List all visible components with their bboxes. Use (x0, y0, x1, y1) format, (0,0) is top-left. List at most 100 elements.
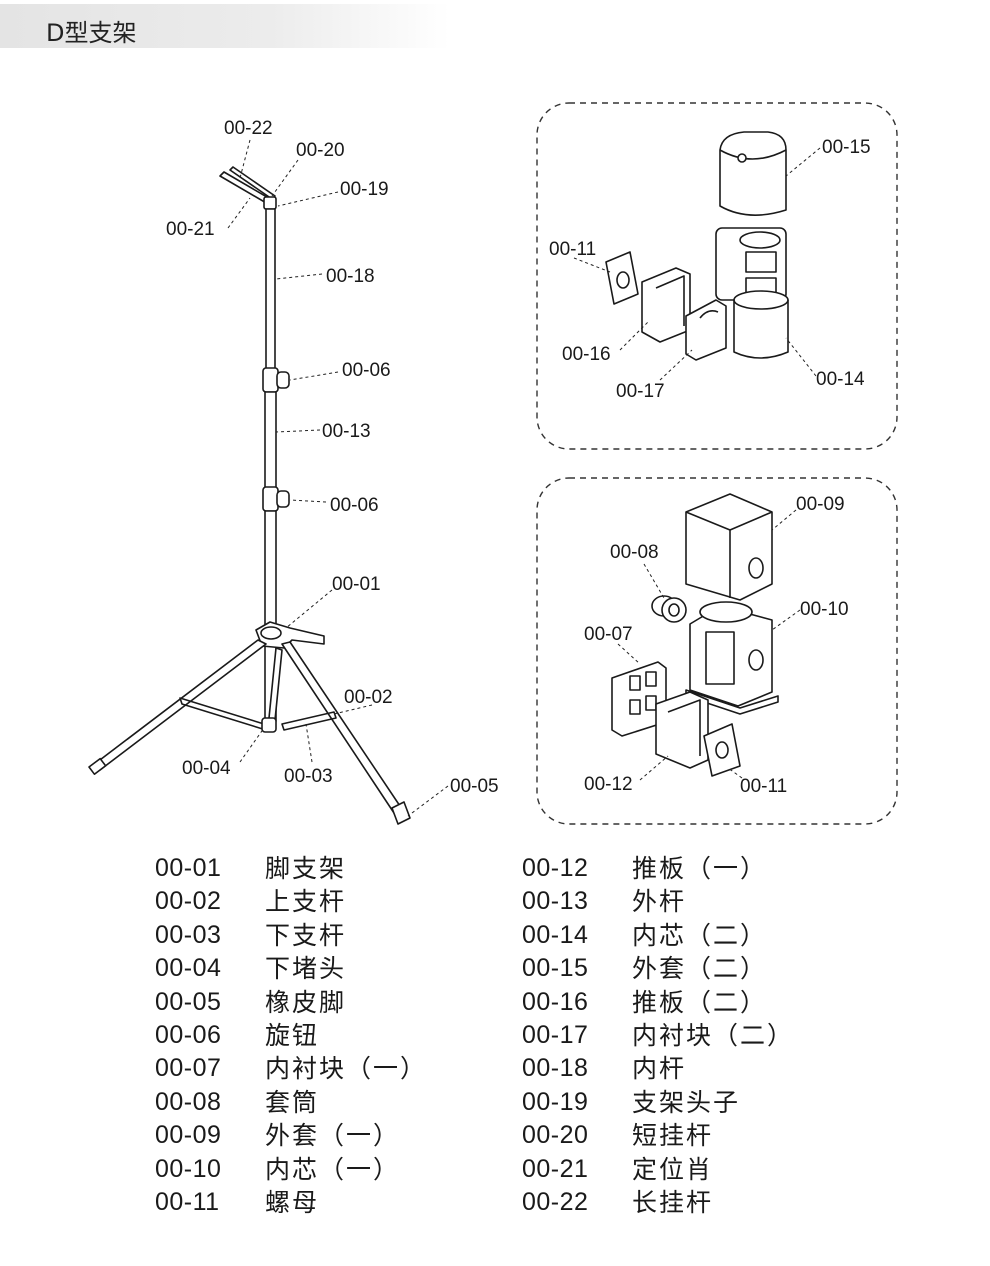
legend-part-name: 内杆 (632, 1054, 687, 1084)
callout-00-20: 00-20 (296, 140, 345, 161)
detail-box-upper: 00-15 00-11 00-16 00-17 00-14 (536, 102, 898, 450)
legend-part-code: 00-14 (522, 920, 589, 949)
legend-row: 00-01 脚支架 (155, 852, 427, 885)
callout-00-11-lower: 00-11 (740, 776, 787, 797)
callout-00-12: 00-12 (584, 774, 633, 795)
legend-part-name: 内衬块（二） (632, 1020, 795, 1050)
legend-part-name: 定位肖 (632, 1154, 714, 1184)
legend-part-code: 00-15 (522, 954, 589, 983)
legend-part-name: 内芯（二） (632, 920, 768, 950)
foot-bracket (255, 621, 325, 649)
part-inner-liner-2 (685, 299, 727, 361)
legend-part-name: 内衬块（一） (265, 1054, 428, 1084)
callout-00-19: 00-19 (340, 179, 389, 200)
legend-part-code: 00-22 (522, 1187, 589, 1216)
legend-row: 00-21 定位肖 (522, 1153, 794, 1186)
legend-row: 00-14 内芯（二） (522, 919, 794, 952)
callout-00-15: 00-15 (822, 137, 871, 158)
callout-00-18: 00-18 (326, 266, 375, 287)
detail-box-lower: 00-09 00-08 00-10 00-07 00-12 00-11 (536, 477, 898, 825)
legend-part-name: 螺母 (265, 1187, 320, 1217)
legend-part-code: 00-21 (522, 1154, 589, 1183)
part-nut-upper (605, 251, 639, 305)
legend-part-code: 00-06 (155, 1020, 222, 1049)
legend-row: 00-17 内衬块（二） (522, 1019, 794, 1052)
knob-upper (262, 367, 290, 393)
callout-00-21: 00-21 (166, 219, 215, 240)
legend-part-name: 旋钮 (265, 1020, 320, 1050)
legend-row: 00-06 旋钮 (155, 1019, 427, 1052)
legend-row: 00-09 外套（一） (155, 1119, 427, 1152)
legend-part-code: 00-12 (522, 854, 589, 882)
legend-row: 00-12 推板（一） (522, 852, 794, 885)
legend-part-name: 推板（二） (632, 987, 768, 1017)
callout-00-06-upper: 00-06 (342, 360, 391, 381)
outer-pole (264, 391, 277, 489)
callout-00-16: 00-16 (562, 344, 611, 365)
legend-row: 00-22 长挂杆 (522, 1186, 794, 1219)
legend-part-code: 00-13 (522, 887, 589, 916)
legend-part-name: 下堵头 (265, 954, 347, 984)
callout-00-10: 00-10 (800, 599, 849, 620)
part-inner-core-1 (685, 601, 779, 715)
legend-part-code: 00-04 (155, 954, 222, 983)
legend-part-name: 橡皮脚 (265, 987, 347, 1017)
callout-00-06-lower: 00-06 (330, 495, 379, 516)
legend-part-code: 00-17 (522, 1020, 589, 1049)
legend-part-name: 上支杆 (265, 887, 347, 917)
lower-struts (179, 697, 337, 733)
part-nut-lower (703, 723, 741, 777)
legend-row: 00-18 内杆 (522, 1052, 794, 1085)
part-outer-sleeve-1 (685, 493, 773, 601)
inner-pole (265, 208, 276, 370)
legend-part-code: 00-11 (155, 1187, 220, 1216)
callout-00-08: 00-08 (610, 542, 659, 563)
legend-part-code: 00-16 (522, 987, 589, 1016)
part-push-plate-1 (655, 691, 709, 769)
legend-part-name: 长挂杆 (632, 1187, 714, 1217)
legend-part-code: 00-19 (522, 1087, 589, 1116)
legend-row: 00-11 螺母 (155, 1186, 427, 1219)
part-bushing (651, 595, 687, 623)
legend-part-name: 脚支架 (265, 854, 347, 883)
legend-part-code: 00-09 (155, 1121, 222, 1150)
legend-part-name: 套筒 (265, 1087, 320, 1117)
page-title: D型支架 (46, 19, 137, 47)
stand-callouts: 00-22 00-20 00-19 00-21 00-18 00-06 00-1… (166, 118, 499, 797)
legend-part-code: 00-18 (522, 1054, 589, 1083)
callout-00-22: 00-22 (224, 118, 273, 139)
exploded-diagram: 00-22 00-20 00-19 00-21 00-18 00-06 00-1… (88, 102, 898, 825)
legend-part-name: 内芯（一） (265, 1154, 401, 1184)
legend-part-code: 00-05 (155, 987, 222, 1016)
legend-row: 00-04 下堵头 (155, 952, 427, 985)
callout-00-09: 00-09 (796, 494, 845, 515)
stand-leaders (227, 139, 449, 817)
legend-part-code: 00-03 (155, 920, 222, 949)
part-push-plate-2 (641, 267, 691, 343)
legend-part-code: 00-01 (155, 854, 222, 882)
callout-00-05: 00-05 (450, 776, 499, 797)
legend-row: 00-16 推板（二） (522, 986, 794, 1019)
callout-00-13: 00-13 (322, 421, 371, 442)
legend-part-code: 00-20 (522, 1121, 589, 1150)
callout-00-01: 00-01 (332, 574, 381, 595)
legs (88, 639, 411, 825)
legend-part-name: 外套（一） (265, 1121, 401, 1151)
part-inner-core-2 (715, 227, 789, 359)
callout-00-17: 00-17 (616, 381, 665, 402)
legend-part-name: 推板（一） (632, 854, 768, 883)
callout-00-02: 00-02 (344, 687, 393, 708)
callout-00-07: 00-07 (584, 624, 633, 645)
legend-part-code: 00-07 (155, 1054, 222, 1083)
legend-row: 00-05 橡皮脚 (155, 986, 427, 1019)
stand-drawing (88, 166, 411, 825)
callout-00-03: 00-03 (284, 766, 333, 787)
legend-part-name: 外套（二） (632, 954, 768, 984)
